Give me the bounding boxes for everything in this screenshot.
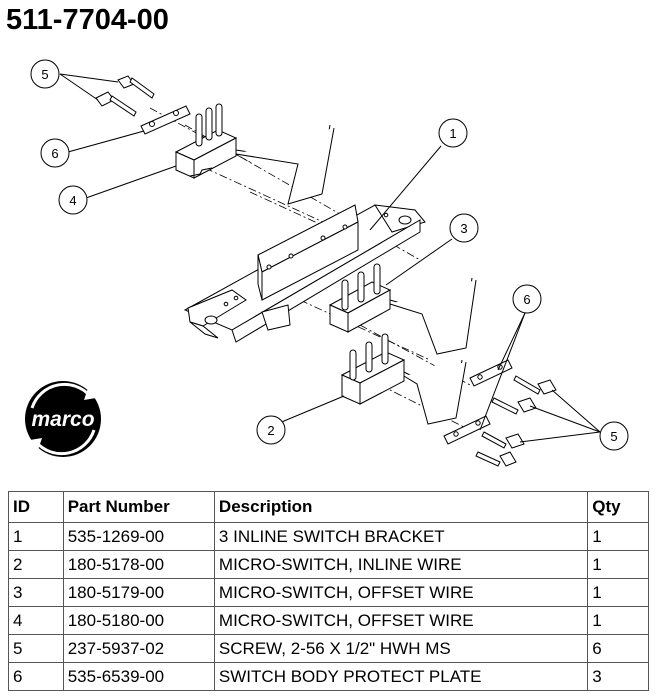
table-row: 3 180-5179-00 MICRO-SWITCH, OFFSET WIRE … <box>8 578 649 607</box>
callout-6-right: 6 <box>512 284 542 314</box>
cell-qty: 6 <box>587 634 649 663</box>
cell-description: SWITCH BODY PROTECT PLATE <box>213 662 589 691</box>
header-part-number: Part Number <box>62 491 215 523</box>
table-row: 4 180-5180-00 MICRO-SWITCH, OFFSET WIRE … <box>8 606 649 635</box>
table-row: 1 535-1269-00 3 INLINE SWITCH BRACKET 1 <box>8 522 649 551</box>
protect-plate-part-6-top <box>140 105 191 135</box>
header-id: ID <box>8 491 64 523</box>
callout-6-top: 6 <box>40 138 70 168</box>
svg-text:1: 1 <box>449 126 456 141</box>
callout-5-top: 5 <box>30 59 60 89</box>
svg-text:6: 6 <box>523 292 530 307</box>
callout-1: 1 <box>438 118 468 148</box>
screws-part-5-top <box>95 75 155 117</box>
svg-text:6: 6 <box>51 146 58 161</box>
svg-text:3: 3 <box>460 221 467 236</box>
cell-part-number: 180-5178-00 <box>62 550 215 579</box>
exploded-assembly-diagram: 5 6 4 1 3 6 2 5 <box>30 59 629 467</box>
header-qty: Qty <box>587 491 649 523</box>
cell-qty: 1 <box>587 578 649 607</box>
svg-text:marco: marco <box>31 408 94 431</box>
screws-part-5-right <box>475 375 557 467</box>
cell-description: MICRO-SWITCH, OFFSET WIRE <box>213 606 589 635</box>
micro-switch-part-2 <box>340 333 467 425</box>
cell-description: MICRO-SWITCH, INLINE WIRE <box>213 550 589 579</box>
cell-part-number: 535-6539-00 <box>62 662 215 691</box>
callout-5-right: 5 <box>599 421 629 451</box>
cell-id: 6 <box>8 662 64 691</box>
table-row: 6 535-6539-00 SWITCH BODY PROTECT PLATE … <box>8 662 649 691</box>
cell-id: 1 <box>8 522 64 551</box>
svg-text:5: 5 <box>41 67 48 82</box>
callout-2: 2 <box>256 415 286 445</box>
bracket-part-1 <box>183 204 426 343</box>
cell-id: 3 <box>8 578 64 607</box>
cell-part-number: 535-1269-00 <box>62 522 215 551</box>
cell-qty: 3 <box>587 662 649 691</box>
cell-description: MICRO-SWITCH, OFFSET WIRE <box>213 578 589 607</box>
cell-part-number: 180-5180-00 <box>62 606 215 635</box>
header-description: Description <box>213 491 589 523</box>
callout-4: 4 <box>58 185 88 215</box>
table-header-row: ID Part Number Description Qty <box>8 491 649 523</box>
svg-text:2: 2 <box>267 423 274 438</box>
cell-id: 2 <box>8 550 64 579</box>
cell-id: 4 <box>8 606 64 635</box>
cell-description: 3 INLINE SWITCH BRACKET <box>213 522 589 551</box>
marco-logo: marco <box>22 378 104 460</box>
micro-switch-part-3 <box>328 263 477 355</box>
svg-text:5: 5 <box>610 429 617 444</box>
svg-text:4: 4 <box>69 193 76 208</box>
page-title: 511-7704-00 <box>6 4 169 36</box>
table-row: 2 180-5178-00 MICRO-SWITCH, INLINE WIRE … <box>8 550 649 579</box>
protect-plates-part-6-right <box>443 359 513 445</box>
callout-3: 3 <box>449 213 479 243</box>
cell-description: SCREW, 2-56 X 1/2" HWH MS <box>213 634 589 663</box>
parts-table: ID Part Number Description Qty 1 535-126… <box>8 491 649 691</box>
cell-qty: 1 <box>587 550 649 579</box>
cell-qty: 1 <box>587 522 649 551</box>
cell-part-number: 180-5179-00 <box>62 578 215 607</box>
leader-lines <box>59 73 601 443</box>
cell-id: 5 <box>8 634 64 663</box>
micro-switch-part-4 <box>174 103 335 205</box>
table-row: 5 237-5937-02 SCREW, 2-56 X 1/2" HWH MS … <box>8 634 649 663</box>
cell-qty: 1 <box>587 606 649 635</box>
cell-part-number: 237-5937-02 <box>62 634 215 663</box>
